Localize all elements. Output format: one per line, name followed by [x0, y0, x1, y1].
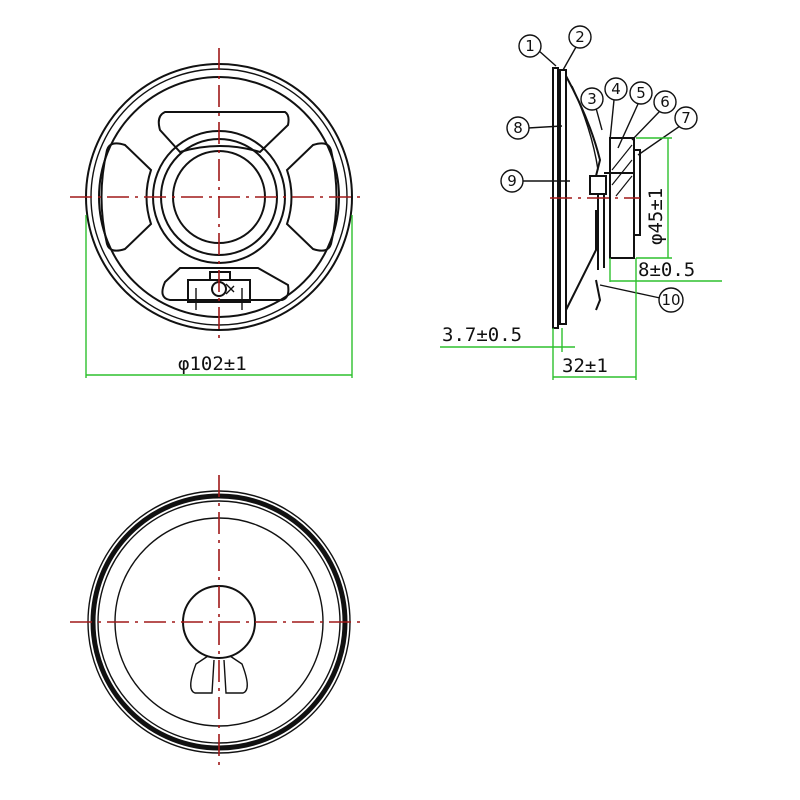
- part-label-9: 9: [507, 172, 517, 190]
- part-label-3: 3: [587, 90, 597, 108]
- side-section-view: 1 2 3 4 5 6 7 8 9: [440, 25, 722, 380]
- front-view: φ102±1: [70, 48, 365, 378]
- total-depth-label: 32±1: [562, 355, 608, 377]
- part-label-2: 2: [575, 28, 585, 46]
- rear-view: [70, 475, 365, 768]
- total-depth-dimension: 32±1: [553, 282, 637, 380]
- magnet-depth-dimension: 8±0.5: [609, 258, 722, 282]
- magnet-depth-label: 8±0.5: [638, 259, 695, 281]
- magnet-diameter-label: φ45±1: [645, 188, 667, 245]
- part-label-7: 7: [681, 109, 691, 127]
- frame-lip-label: 3.7±0.5: [442, 324, 522, 346]
- frame-lip-dimension: 3.7±0.5: [440, 324, 575, 380]
- part-label-1: 1: [525, 37, 535, 55]
- part-label-10: 10: [661, 291, 680, 309]
- part-label-4: 4: [611, 80, 621, 98]
- part-label-6: 6: [660, 93, 670, 111]
- magnet-diameter-dimension: φ45±1: [636, 137, 672, 259]
- outer-diameter-label: φ102±1: [178, 353, 247, 375]
- part-label-8: 8: [513, 119, 523, 137]
- part-label-5: 5: [636, 84, 646, 102]
- outer-diameter-dimension: φ102±1: [85, 215, 353, 378]
- part-labels: 1 2 3 4 5 6 7 8 9: [500, 25, 698, 313]
